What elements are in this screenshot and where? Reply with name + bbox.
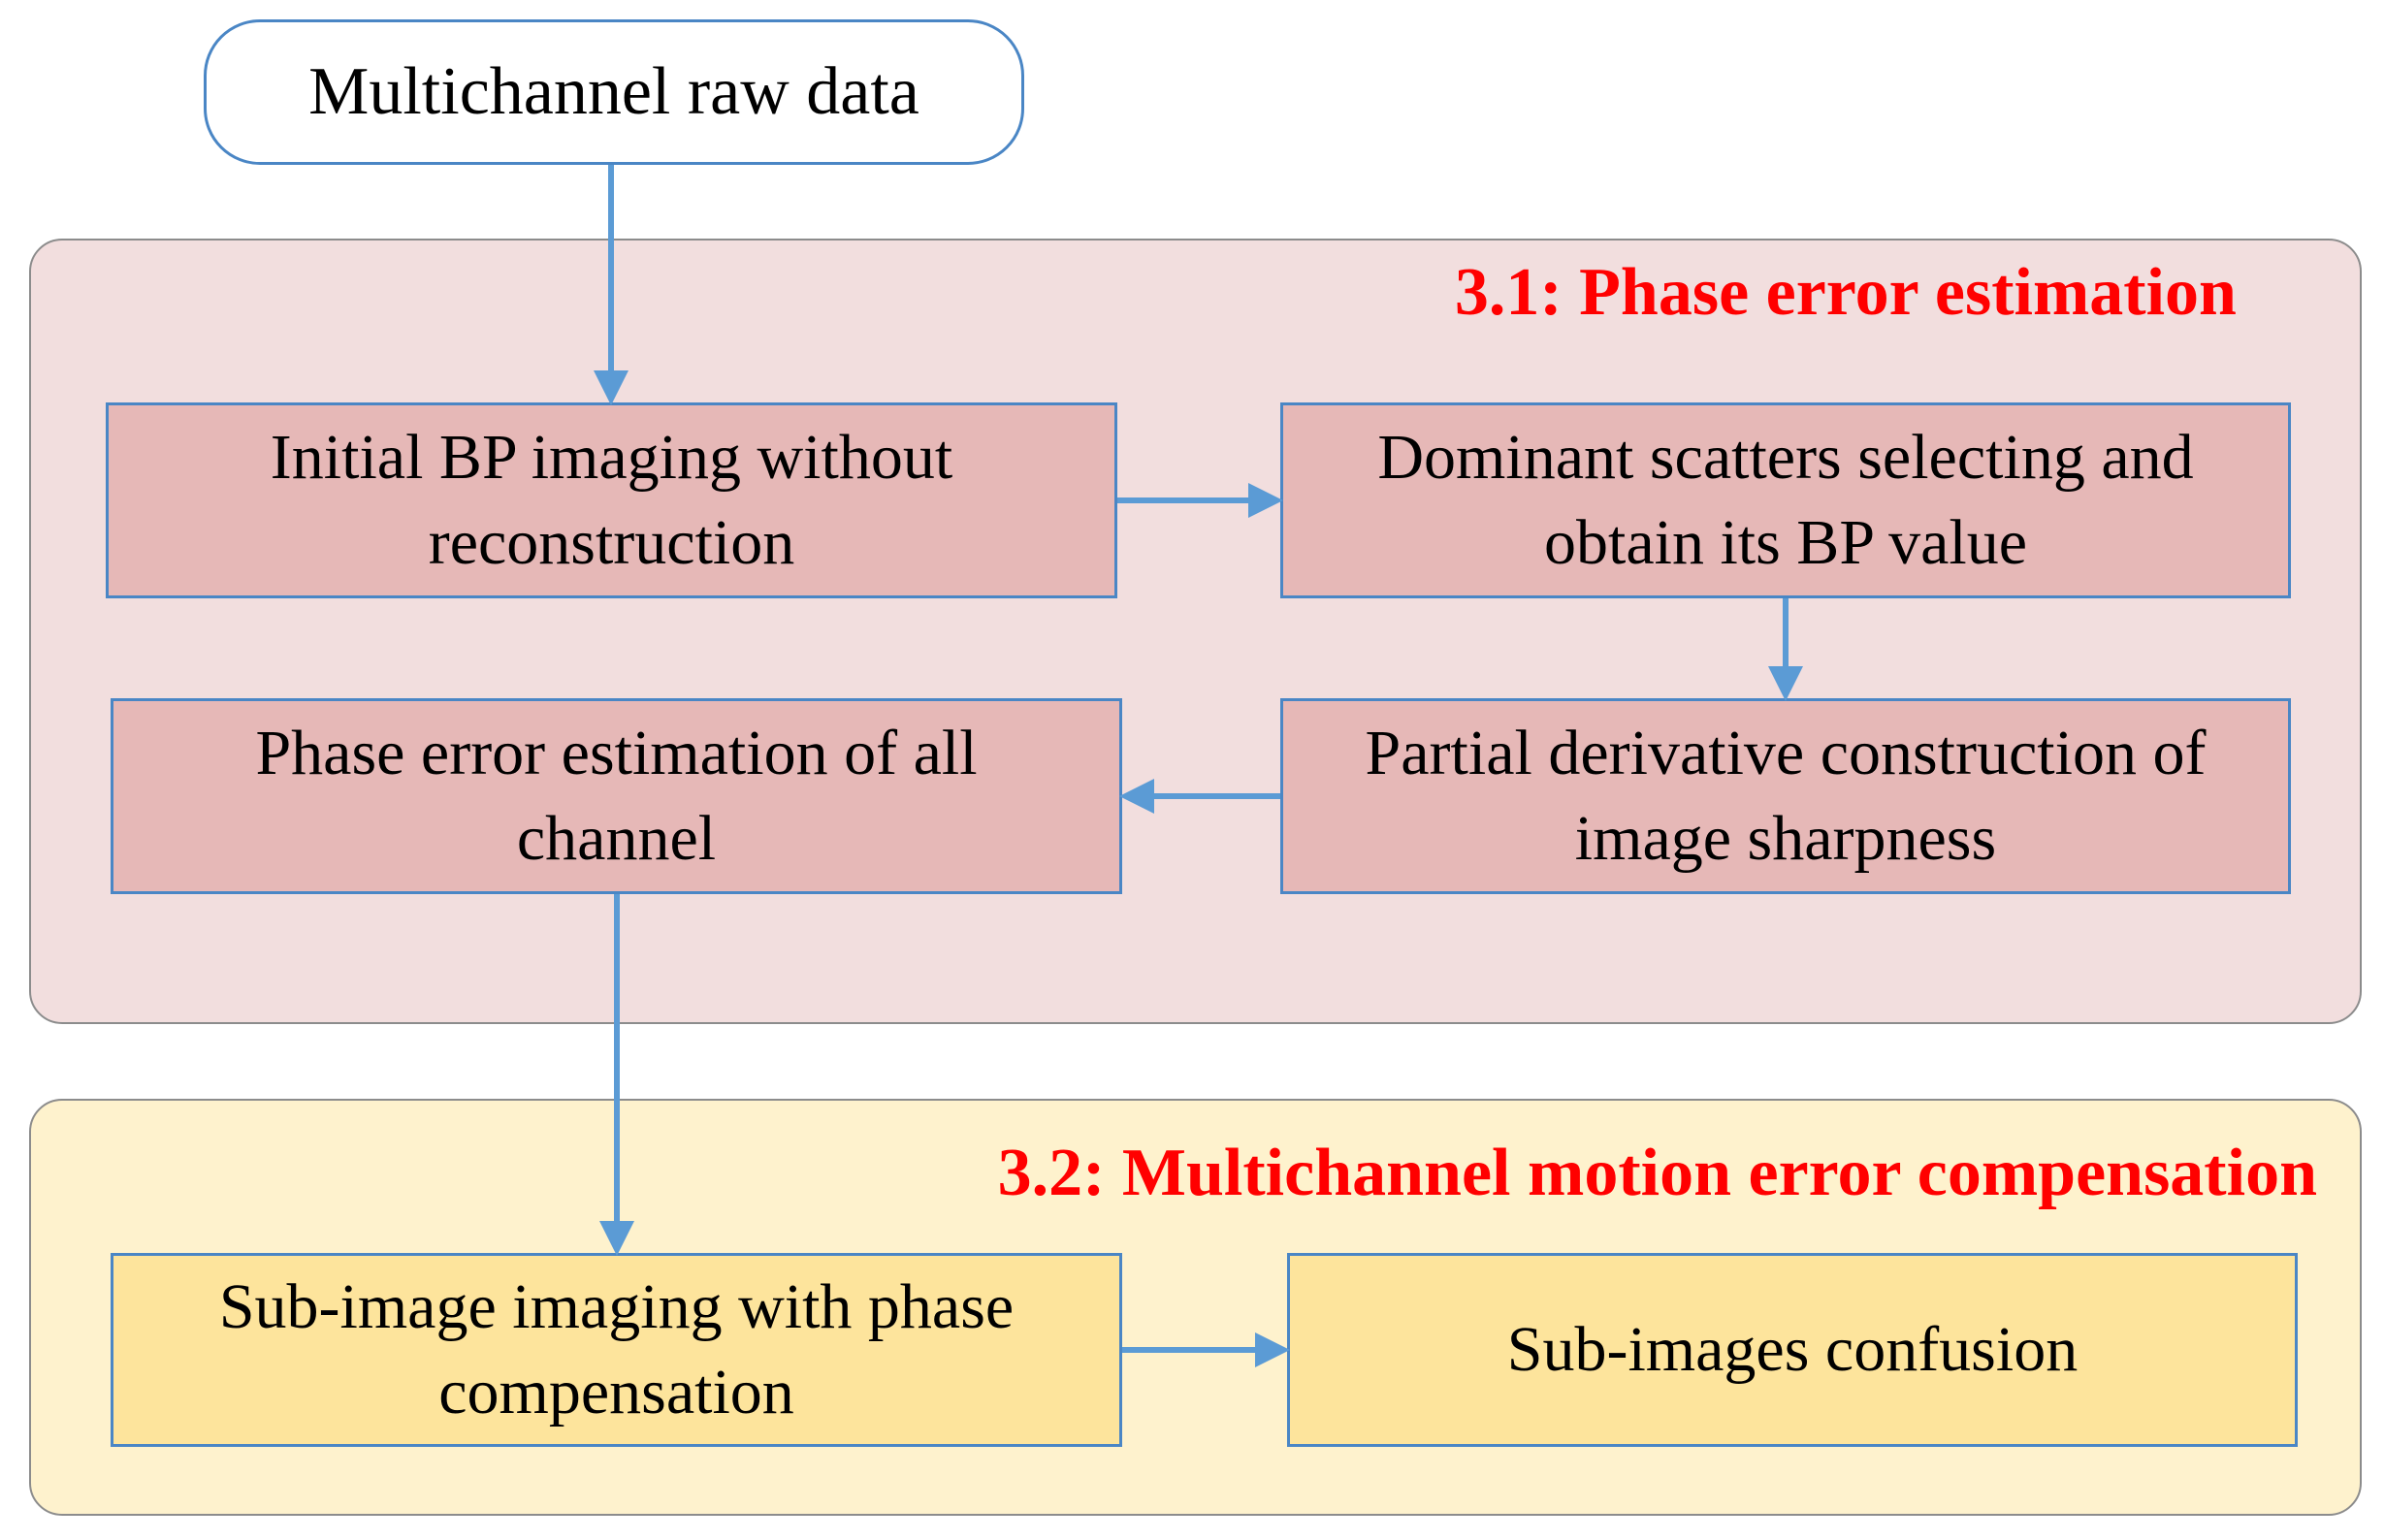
step-line: Initial BP imaging without	[270, 422, 953, 493]
section-title-motion-error-compensation: 3.2: Multichannel motion error compensat…	[997, 1136, 2317, 1210]
step-line: image sharpness	[1574, 803, 1997, 874]
step-line: channel	[516, 803, 717, 874]
step-line: Sub-images confusion	[1506, 1314, 2079, 1385]
step-line: Phase error estimation of all	[255, 718, 978, 788]
step-dominant-scatters: Dominant scatters selecting and obtain i…	[1280, 402, 2291, 598]
start-node-raw-data: Multichannel raw data	[204, 19, 1024, 165]
step-partial-derivative: Partial derivative construction of image…	[1280, 698, 2291, 894]
step-phase-error-all-channel: Phase error estimation of all channel	[111, 698, 1122, 894]
step-line: compensation	[438, 1357, 794, 1428]
section-title-phase-error-estimation: 3.1: Phase error estimation	[1454, 255, 2237, 330]
step-line: Partial derivative construction of	[1365, 718, 2207, 788]
step-line: obtain its BP value	[1543, 507, 2028, 578]
step-line: Sub-image imaging with phase	[218, 1271, 1015, 1342]
step-line: reconstruction	[428, 507, 795, 578]
step-initial-bp-imaging: Initial BP imaging without reconstructio…	[106, 402, 1117, 598]
step-line: Dominant scatters selecting and	[1377, 422, 2194, 493]
step-sub-images-confusion: Sub-images confusion	[1287, 1253, 2298, 1447]
step-sub-image-imaging: Sub-image imaging with phase compensatio…	[111, 1253, 1122, 1447]
